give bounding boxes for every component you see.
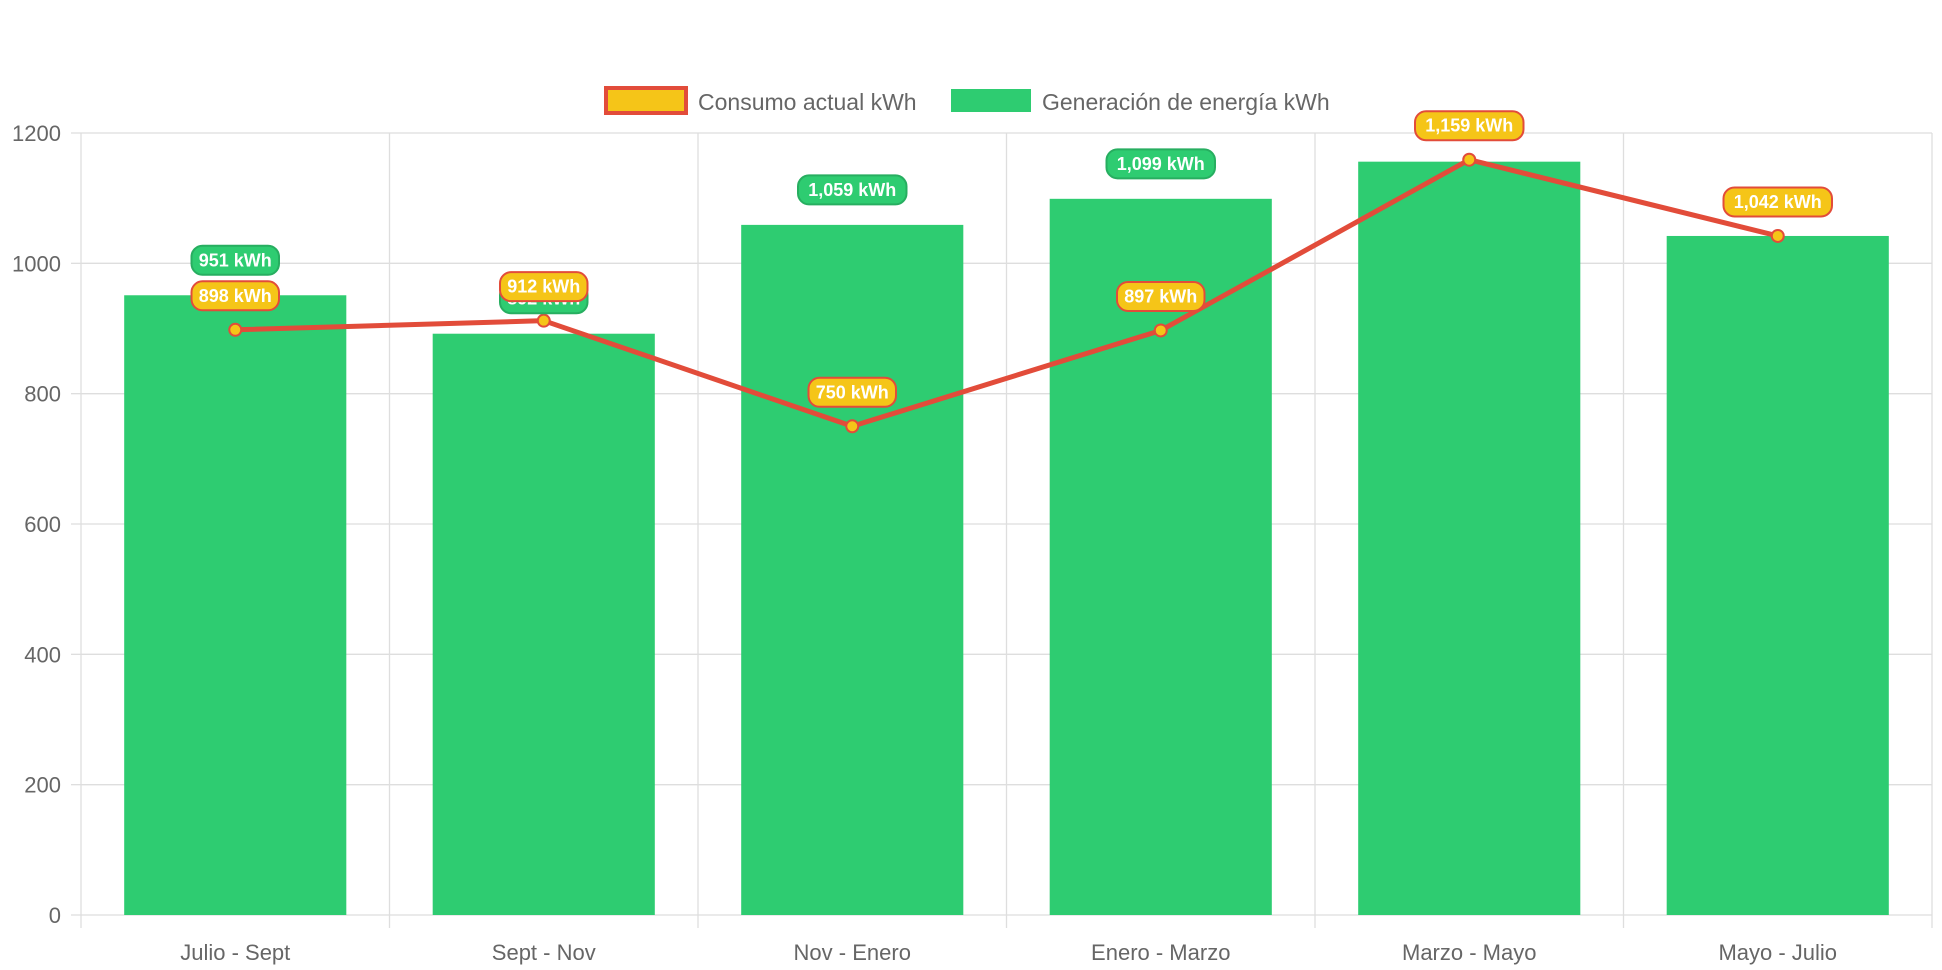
consumption-data-label-text: 897 kWh	[1124, 286, 1197, 306]
consumption-data-label: 1,159 kWh	[1414, 110, 1525, 142]
consumption-data-label-text: 912 kWh	[507, 277, 580, 297]
generation-data-label-bg	[190, 244, 280, 276]
consumption-point[interactable]	[1770, 228, 1785, 243]
consumption-data-label-bg	[190, 280, 280, 312]
legend-swatch-generacion[interactable]	[951, 89, 1031, 112]
legend: Consumo actual kWh Generación de energía…	[604, 86, 1330, 115]
consumption-data-label: 897 kWh	[1116, 280, 1206, 312]
y-tick-label: 1000	[12, 251, 61, 276]
y-tick-label: 0	[49, 903, 61, 928]
generation-data-label: 1,059 kWh	[797, 174, 908, 206]
consumption-data-label-text: 898 kWh	[199, 286, 272, 306]
generation-bar[interactable]	[1049, 198, 1272, 915]
bars	[124, 161, 1889, 916]
consumption-data-label: 1,042 kWh	[1722, 186, 1833, 218]
generation-data-label-text: 951 kWh	[199, 250, 272, 270]
consumption-data-label-text: 1,042 kWh	[1734, 192, 1822, 212]
generation-data-label: 1,099 kWh	[1105, 148, 1216, 180]
x-tick-label: Marzo - Mayo	[1402, 940, 1536, 965]
generation-data-label-bg	[1105, 148, 1216, 180]
consumption-line	[228, 152, 1785, 434]
generation-bar[interactable]	[124, 295, 347, 915]
generation-bar[interactable]	[741, 224, 964, 915]
x-tick-label: Sept - Nov	[492, 940, 596, 965]
generation-data-label-bg	[797, 174, 908, 206]
consumption-data-label-bg	[1414, 110, 1525, 142]
legend-swatch-consumo[interactable]	[604, 86, 688, 115]
consumption-data-label-bg	[499, 271, 589, 303]
consumption-data-label-bg	[1722, 186, 1833, 218]
generation-bar[interactable]	[1358, 161, 1581, 915]
consumption-data-label-text: 750 kWh	[816, 382, 889, 402]
consumption-data-label: 750 kWh	[807, 376, 897, 408]
consumption-point[interactable]	[1462, 152, 1477, 167]
consumption-point[interactable]	[1153, 323, 1168, 338]
y-tick-label: 1200	[12, 121, 61, 146]
x-tick-label: Enero - Marzo	[1091, 940, 1230, 965]
consumption-data-label-bg	[1116, 280, 1206, 312]
consumption-series-line[interactable]	[235, 157, 1779, 429]
generation-bar[interactable]	[432, 333, 655, 915]
x-tick-label: Nov - Enero	[794, 940, 911, 965]
consumption-point[interactable]	[536, 313, 551, 328]
y-tick-label: 400	[24, 642, 61, 667]
generation-data-label-text: 1,099 kWh	[1117, 154, 1205, 174]
x-tick-label: Julio - Sept	[180, 940, 290, 965]
generation-data-label-text: 1,059 kWh	[808, 180, 896, 200]
y-tick-label: 200	[24, 773, 61, 798]
legend-label-generacion[interactable]: Generación de energía kWh	[1042, 89, 1330, 115]
consumption-data-label-text: 1,159 kWh	[1425, 116, 1513, 136]
generation-bar[interactable]	[1666, 235, 1889, 916]
consumption-point[interactable]	[228, 322, 243, 337]
legend-label-consumo[interactable]: Consumo actual kWh	[698, 89, 917, 115]
consumption-data-label: 898 kWh	[190, 280, 280, 312]
consumption-data-label: 912 kWh	[499, 271, 589, 303]
y-tick-label: 600	[24, 512, 61, 537]
generation-data-label: 951 kWh	[190, 244, 280, 276]
x-tick-label: Mayo - Julio	[1718, 940, 1837, 965]
consumption-data-label-bg	[807, 376, 897, 408]
y-tick-label: 800	[24, 382, 61, 407]
grid	[80, 132, 1933, 928]
consumption-point[interactable]	[845, 419, 860, 434]
line-data-labels: 898 kWh 912 kWh 750 kWh 897 kWh 1,159 kWh 1,0…	[190, 110, 1833, 408]
